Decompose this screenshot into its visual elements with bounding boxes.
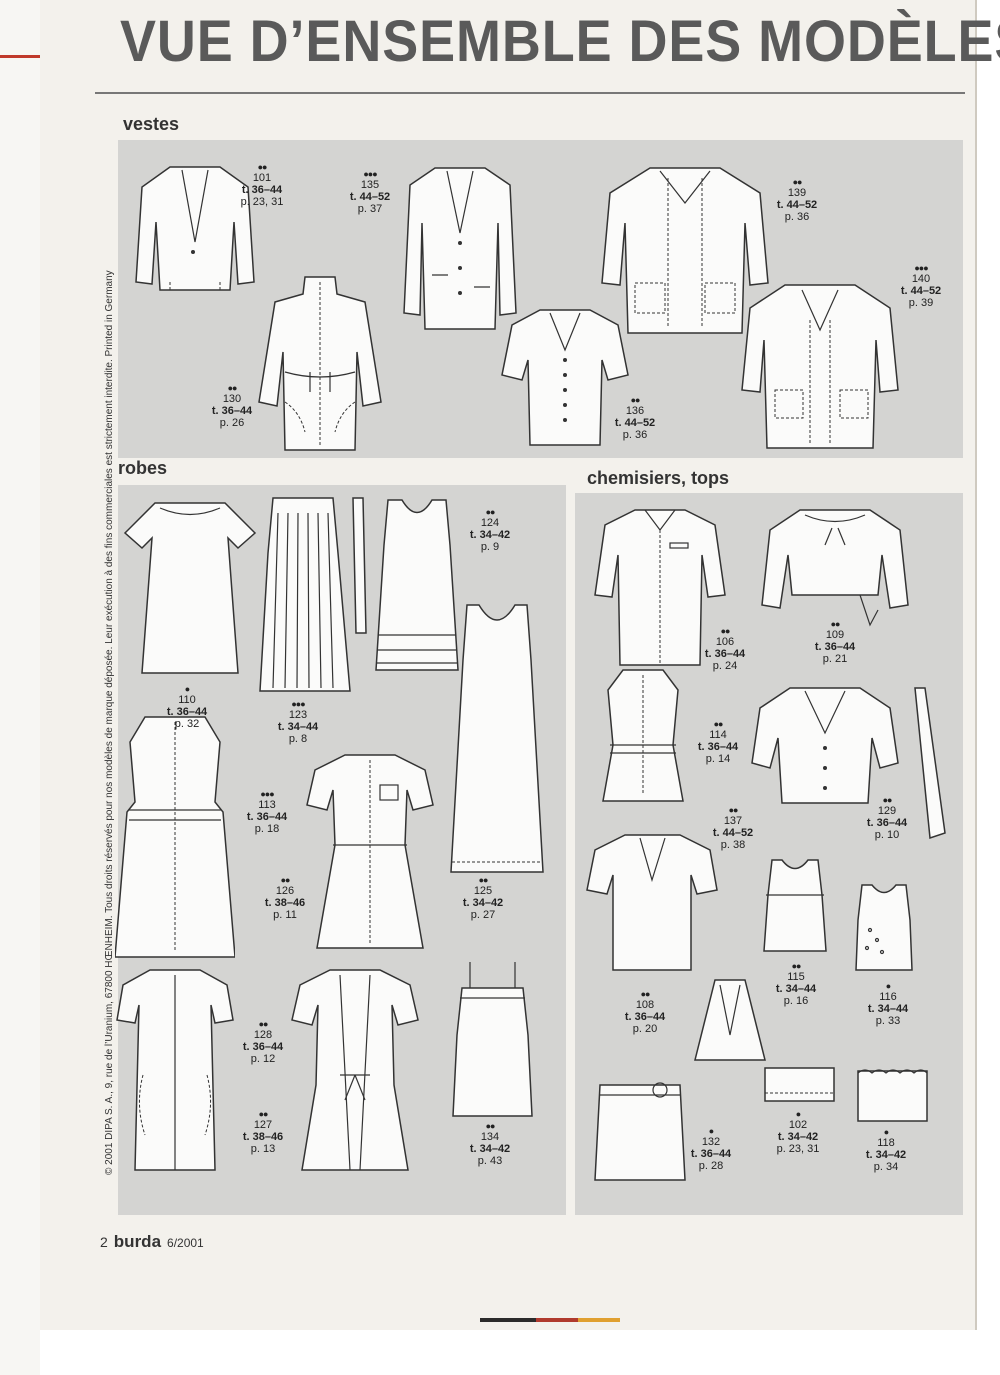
red-edge-mark — [0, 55, 40, 58]
dress-124-sketch — [375, 499, 459, 671]
dress-134-sketch — [452, 962, 533, 1117]
jacket-139-sketch — [601, 167, 769, 334]
jacket-135-sketch — [403, 167, 517, 330]
page-footer: 2 burda 6/2001 — [100, 1232, 204, 1252]
blouse-106-sketch — [594, 509, 726, 666]
section-label-robes: robes — [118, 458, 168, 478]
copyright-notice: © 2001 DIPA S. A., 9, rue de l’Uranium, … — [104, 270, 115, 1175]
blouse-129-sketch — [751, 687, 946, 840]
dress-113-sketch — [115, 716, 235, 958]
jacket-101-sketch — [135, 166, 255, 291]
dress-128-sketch — [291, 969, 419, 1171]
dress-123-sketch — [259, 497, 367, 692]
section-label-vestes: vestes — [123, 114, 180, 134]
page-title: VUE D’ENSEMBLE DES MODÈLES — [120, 9, 1000, 74]
blouse-114-sketch — [602, 669, 684, 802]
dress-126-sketch — [306, 754, 434, 949]
top-102-sketch — [764, 1067, 835, 1102]
brand-name: burda — [113, 1232, 162, 1251]
color-stripe — [480, 1318, 620, 1322]
top-115-sketch — [763, 859, 827, 952]
top-118-sketch — [857, 1069, 928, 1122]
section-label-chemisiers: chemisiers, tops — [587, 468, 730, 488]
dress-110-sketch — [123, 502, 257, 674]
top-108-sketch — [694, 979, 766, 1061]
blouse-109-sketch — [761, 509, 909, 627]
top-116-sketch — [855, 884, 913, 971]
dress-125-sketch — [450, 604, 544, 873]
title-rule — [95, 92, 965, 94]
dress-127-sketch — [116, 969, 234, 1171]
blouse-137-sketch — [586, 834, 718, 971]
issue-date: 6/2001 — [167, 1236, 204, 1250]
top-132-sketch — [594, 1082, 686, 1181]
page-number: 2 — [100, 1234, 108, 1250]
page-edge — [0, 0, 40, 1375]
jacket-140-sketch — [741, 284, 899, 449]
jacket-136-sketch — [501, 309, 629, 446]
jacket-130-sketch — [258, 276, 382, 451]
